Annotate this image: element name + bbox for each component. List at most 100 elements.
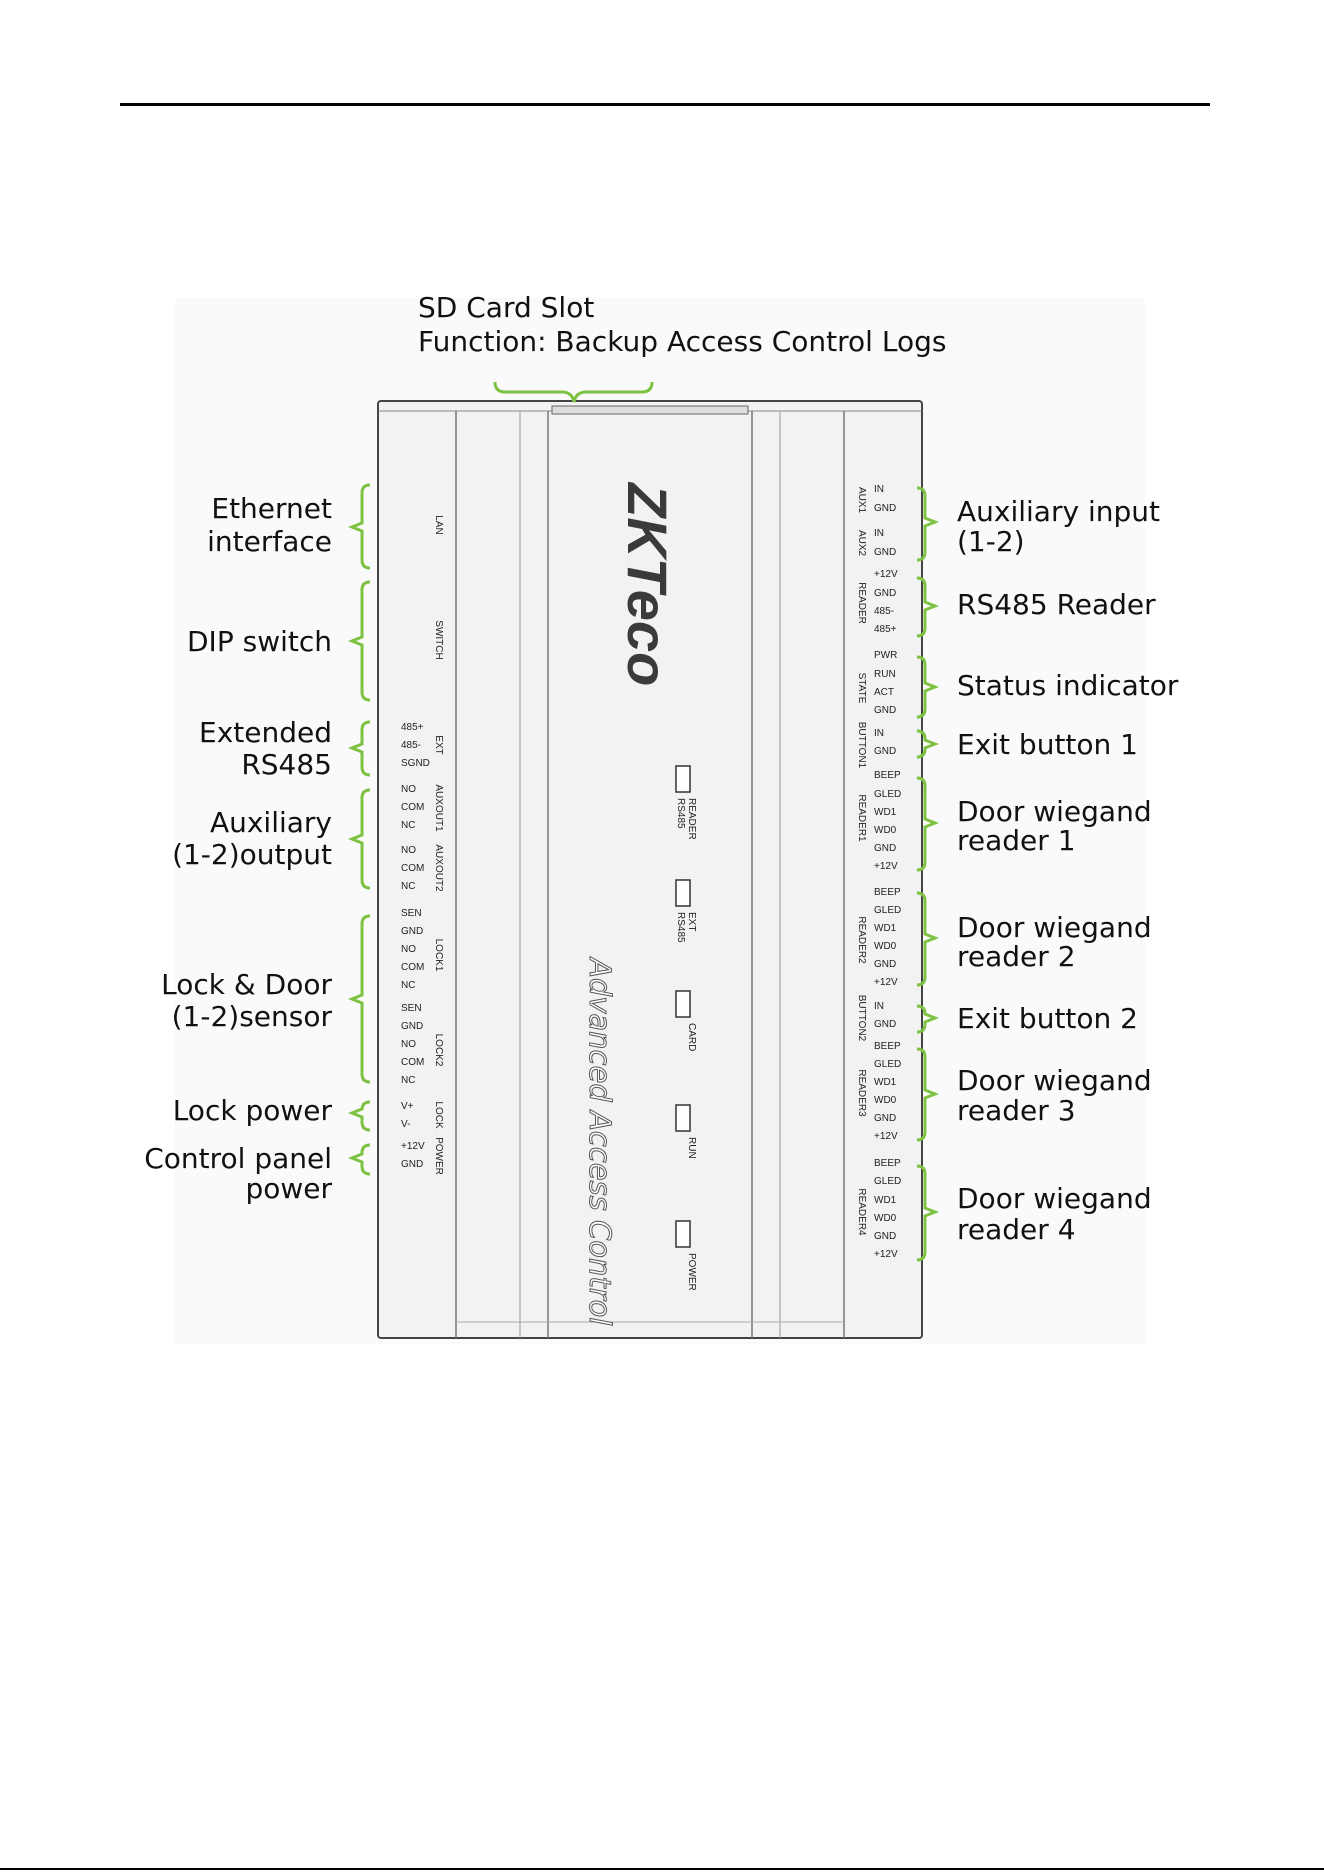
callout-label: RS485 [241, 748, 332, 781]
left-connectors: LANSWITCHEXT485+485-SGNDAUXOUT1NOCOMNCAU… [401, 515, 444, 1175]
callout-bracket [347, 1143, 371, 1176]
pin-label: BEEP [874, 1158, 901, 1169]
callout-bracket [916, 1004, 940, 1034]
connector-label: READER4 [856, 1188, 867, 1236]
sd-card-title: SD Card Slot [418, 291, 594, 324]
pin-label: SEN [401, 908, 422, 919]
callout-bracket [916, 891, 940, 987]
callout-label: Door wiegand [957, 1182, 1152, 1215]
callout-lockpower: Lock power [173, 1094, 371, 1132]
controller-housing [175, 298, 1145, 1344]
callout-label: Exit button 1 [957, 728, 1138, 761]
pin-label: NO [401, 845, 416, 856]
callout-bracket [916, 576, 940, 638]
callout-label: Lock & Door [161, 968, 332, 1001]
sd-card-function: Function: Backup Access Control Logs [418, 325, 946, 358]
led-label: CARD [686, 1023, 697, 1051]
callout-bracket [347, 483, 371, 570]
pin-label: GLED [874, 1059, 901, 1070]
pin-label: V- [401, 1119, 410, 1130]
pin-label: WD1 [874, 807, 897, 818]
callout-auxin: Auxiliary input(1-2) [916, 486, 1160, 562]
pin-label: IN [874, 528, 884, 539]
pin-label: GND [874, 588, 896, 599]
led-label: EXT [686, 912, 697, 931]
pin-label: V+ [401, 1101, 414, 1112]
pin-label: WD1 [874, 1195, 897, 1206]
led-window [675, 879, 691, 907]
pin-label: NC [401, 881, 415, 892]
pin-label: GND [874, 547, 896, 558]
pin-label: GND [874, 843, 896, 854]
callout-label: reader 1 [957, 824, 1076, 857]
callout-bracket [916, 1164, 940, 1262]
connector-label: LOCK [433, 1101, 444, 1129]
callout-label: interface [207, 525, 332, 558]
callout-label: Door wiegand [957, 1064, 1152, 1097]
pin-label: GLED [874, 789, 901, 800]
connector-label: LOCK1 [433, 939, 444, 972]
pin-label: COM [401, 802, 424, 813]
pin-label: PWR [874, 650, 897, 661]
connector-label: BUTTON2 [856, 995, 867, 1042]
pin-label: NC [401, 1075, 415, 1086]
connector-label: READER2 [856, 916, 867, 964]
callout-dip: DIP switch [187, 580, 371, 702]
callout-bracket [916, 729, 940, 759]
sd-card-slot [551, 405, 749, 415]
callout-lockdoor: Lock & Door(1-2)sensor [161, 914, 371, 1084]
callout-rs485reader: RS485 Reader [916, 576, 1156, 638]
product-name-text: Advanced Access Control [583, 956, 617, 1325]
led-window [675, 990, 691, 1018]
led-power: POWER [675, 1220, 697, 1291]
pin-label: BEEP [874, 887, 901, 898]
led-label: POWER [686, 1253, 697, 1291]
pin-label: WD0 [874, 1095, 897, 1106]
led-card: CARD [675, 990, 697, 1051]
connector-label: READER1 [856, 794, 867, 842]
connector-label: BUTTON1 [856, 722, 867, 769]
pin-label: +12V [874, 1131, 898, 1142]
pin-label: 485- [874, 606, 894, 617]
callout-bracket [347, 788, 371, 890]
pin-label: BEEP [874, 1041, 901, 1052]
pin-label: WD0 [874, 825, 897, 836]
callout-bracket [916, 1047, 940, 1142]
pin-label: 485- [401, 740, 421, 751]
callout-label: Auxiliary [210, 806, 332, 839]
pin-label: WD1 [874, 1077, 897, 1088]
callout-label: (1-2) [957, 525, 1025, 558]
led-run: RUN [675, 1104, 697, 1159]
pin-label: GLED [874, 1176, 901, 1187]
connector-lock: LOCK V+ V- [401, 1101, 444, 1130]
callout-exit1: Exit button 1 [916, 728, 1138, 761]
pin-label: ACT [874, 687, 894, 698]
pin-label: +12V [874, 1249, 898, 1260]
pin-label: COM [401, 962, 424, 973]
pin-label: GND [874, 705, 896, 716]
callout-bracket [916, 655, 940, 719]
pin-label: COM [401, 863, 424, 874]
callout-label: Door wiegand [957, 795, 1152, 828]
callout-label: Auxiliary input [957, 495, 1160, 528]
